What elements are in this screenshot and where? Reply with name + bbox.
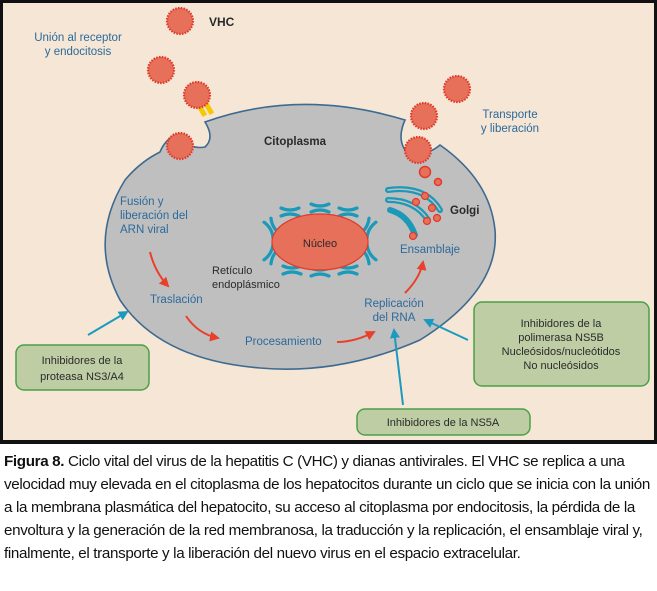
caption-label: Figura 8. [4, 453, 65, 470]
virion-icon [165, 6, 195, 36]
ns5a-box-text: Inhibidores de la NS5A [387, 417, 500, 429]
ns5a-inhibitor-box: Inhibidores de la NS5A [356, 408, 531, 436]
virion-icon [409, 101, 439, 131]
virion-icon [442, 74, 472, 104]
arrow-ns5a-inhibitor [389, 328, 404, 406]
transport-label-1: Transporte [482, 109, 537, 121]
fusion-label-1: Fusión y [120, 196, 164, 208]
arrow-translation-to-processing [185, 315, 220, 342]
ns5b-box-line-2: polimerasa NS5B [518, 332, 604, 344]
vesicle-icon [433, 177, 443, 187]
processing-label: Procesamiento [245, 336, 322, 348]
er-label-1: Retículo [212, 265, 252, 277]
arrow-replication-to-assembly [404, 260, 427, 294]
virion-icon [403, 135, 433, 165]
binding-label-2: y endocitosis [45, 46, 112, 58]
assembly-label: Ensamblaje [400, 244, 460, 256]
golgi-icon [385, 186, 443, 238]
ns5b-box-line-3: Nucleósidos/nucleótidos [502, 346, 621, 358]
ns5b-box-line-4: No nucleósidos [523, 360, 599, 372]
er-label-2: endoplásmico [212, 279, 280, 291]
replication-label-1: Replicación [364, 298, 423, 310]
nucleus-label: Núcleo [303, 238, 337, 250]
protease-box-line-1: Inhibidores de la [42, 355, 124, 367]
caption-text: Ciclo vital del virus de la hepatitis C … [4, 453, 650, 562]
fusion-label-3: ARN viral [120, 224, 169, 236]
virion-icon [146, 55, 176, 85]
ns5b-inhibitor-box: Inhibidores de la polimerasa NS5B Nucleó… [473, 301, 650, 387]
nucleus [271, 213, 369, 271]
binding-label-1: Unión al receptor [34, 32, 122, 44]
translation-label: Traslación [150, 294, 203, 306]
cytoplasm-label: Citoplasma [264, 136, 327, 148]
virus-label: VHC [209, 15, 235, 29]
golgi-vesicles [408, 191, 442, 241]
arrow-fusion-to-translation [149, 251, 170, 288]
arrow-processing-to-replication [336, 331, 376, 343]
virion-icon [165, 131, 195, 161]
arrow-ns5b-inhibitor [423, 318, 469, 341]
protease-box-line-2: proteasa NS3/A4 [40, 371, 124, 383]
ns5b-box-line-1: Inhibidores de la [521, 318, 603, 330]
transport-label-2: y liberación [481, 123, 539, 135]
vesicle-icon [418, 165, 432, 179]
golgi-label: Golgi [450, 205, 479, 217]
replication-label-2: del RNA [373, 312, 416, 324]
figure-caption: Figura 8. Ciclo vital del virus de la he… [4, 450, 654, 565]
hcv-lifecycle-diagram: VHC Unión al receptor y endocitosis Cito… [0, 0, 657, 444]
virion-icon [182, 80, 212, 110]
fusion-label-2: liberación del [120, 210, 188, 222]
protease-inhibitor-box: Inhibidores de la proteasa NS3/A4 [15, 344, 150, 391]
arrow-protease-inhibitor [87, 310, 129, 336]
